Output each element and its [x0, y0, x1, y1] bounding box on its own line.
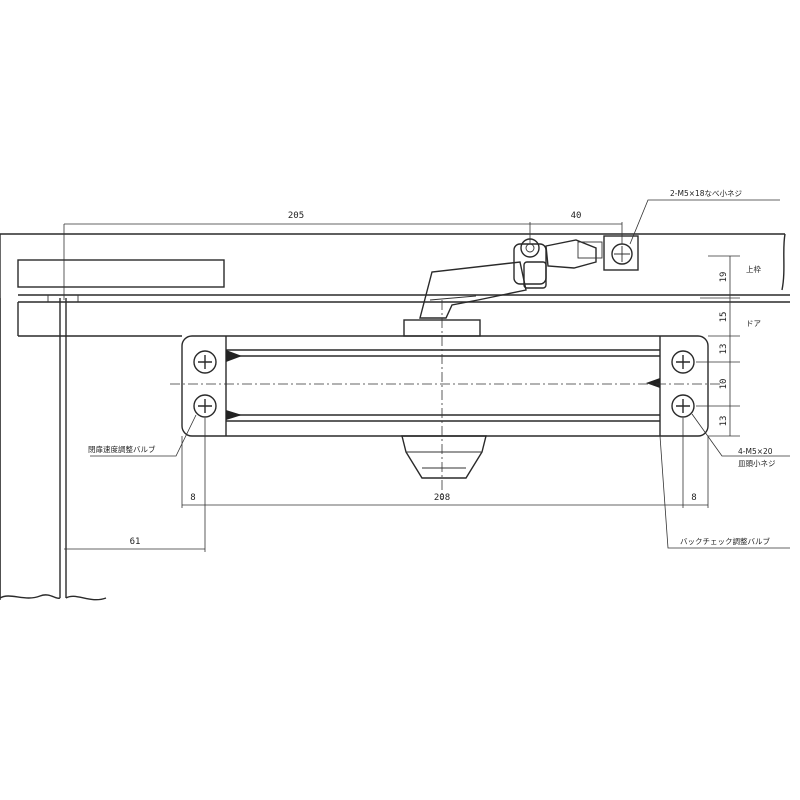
body-screw-right-top: [671, 350, 695, 374]
dim-15: 15: [719, 312, 729, 323]
body-screw-right-bottom: [671, 394, 695, 418]
arm-assembly: [419, 235, 639, 319]
dim-13-a: 13: [719, 344, 729, 355]
body-screw-left-bottom: [193, 394, 217, 418]
dim-19: 19: [719, 272, 729, 283]
dim-13-b: 13: [719, 416, 729, 427]
annotation-labels: 2-M5×18なべ小ネジ 上枠 ドア 4-M5×20 皿頭小ネジ 閉扉速度調整バ…: [88, 189, 776, 546]
frame-structure: [0, 233, 790, 601]
dim-205: 205: [288, 211, 304, 221]
dim-8-right: 8: [691, 493, 696, 503]
label-frame-top: 上枠: [746, 264, 761, 274]
dimension-lines: [63, 199, 790, 552]
dim-61: 61: [130, 537, 141, 547]
label-door: ドア: [746, 319, 761, 328]
label-body-screw-size: 4-M5×20: [738, 447, 773, 456]
center-lines: [170, 300, 720, 500]
label-bracket-screw: 2-M5×18なべ小ネジ: [670, 189, 743, 198]
dim-40: 40: [571, 211, 582, 221]
label-speed-valve: 閉扉速度調整バルブ: [88, 444, 156, 454]
dimension-texts: 205 40 8 208 8 61 19 15 13 10 13: [130, 211, 729, 547]
dim-208: 208: [434, 493, 450, 503]
label-backcheck-valve: バックチェック調整バルブ: [680, 536, 770, 546]
closer-body: [181, 319, 709, 479]
dim-8-left: 8: [190, 493, 195, 503]
body-screw-left-top: [193, 350, 217, 374]
dim-10: 10: [719, 379, 729, 390]
label-body-screw-type: 皿頭小ネジ: [738, 459, 776, 468]
